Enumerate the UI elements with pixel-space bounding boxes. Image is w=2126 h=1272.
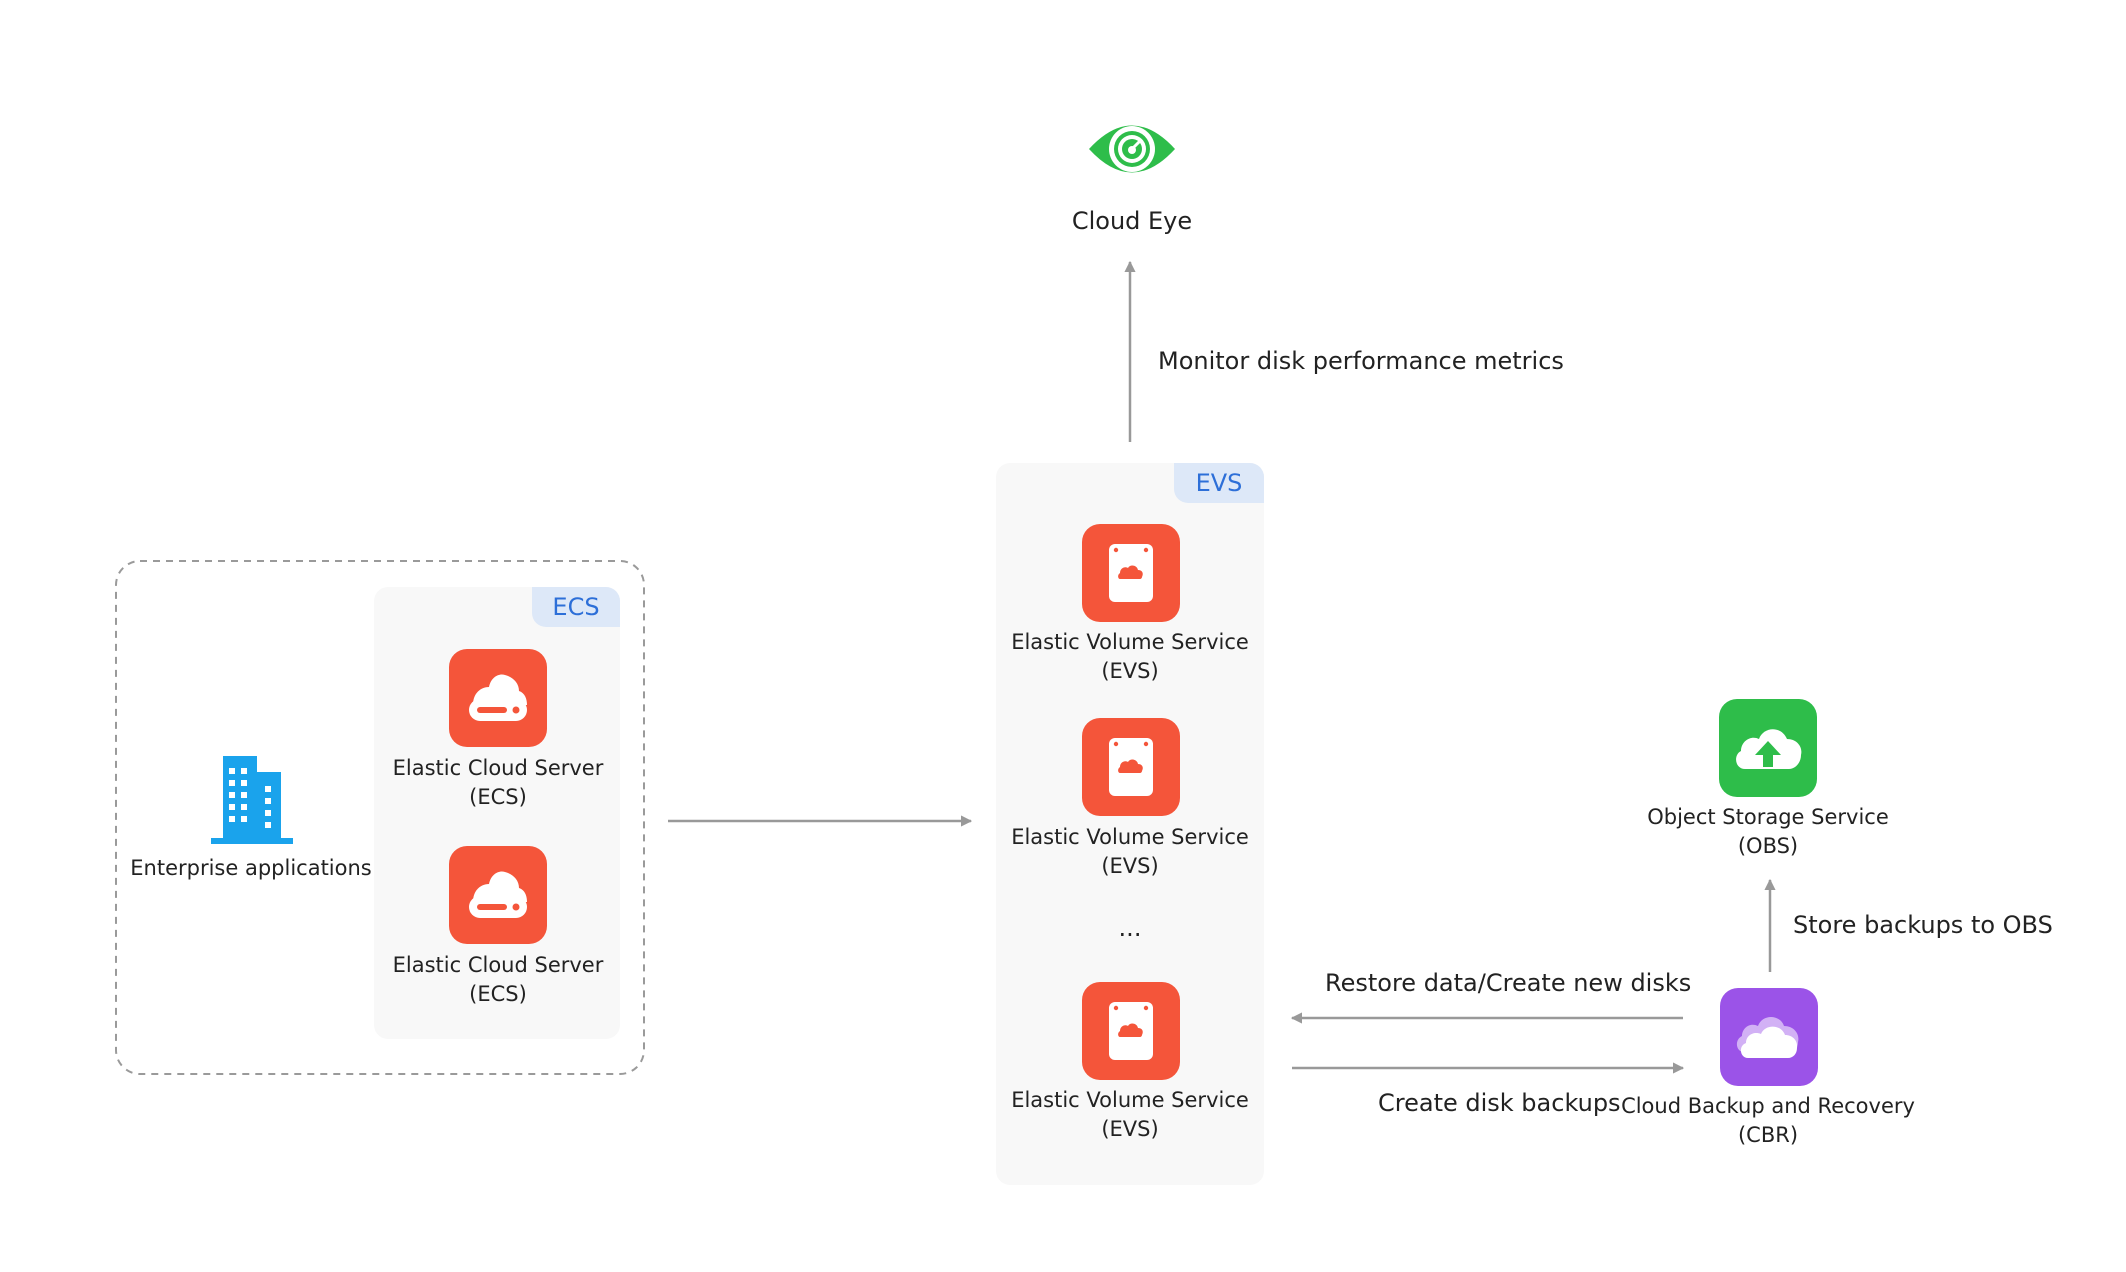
evs-volume-label-3: Elastic Volume Service (EVS) <box>1011 1088 1249 1141</box>
evs-tag: EVS <box>1174 463 1264 503</box>
monitor-edge-label: Monitor disk performance metrics <box>1158 347 1564 375</box>
create-edge-label: Create disk backups <box>1378 1089 1621 1117</box>
obs-label: Object Storage Service (OBS) <box>1647 805 1889 858</box>
cloud-eye-label: Cloud Eye <box>1071 207 1193 235</box>
ecs-server-label-1: Elastic Cloud Server (ECS) <box>392 756 604 809</box>
ecs-tag: ECS <box>532 587 620 627</box>
evs-volume-label-1: Elastic Volume Service (EVS) <box>1011 630 1249 683</box>
restore-edge-label: Restore data/Create new disks <box>1325 969 1692 997</box>
disk-volume-icon <box>1082 718 1180 816</box>
cloud-server-icon <box>449 649 547 747</box>
evs-ellipsis: ... <box>1118 914 1142 942</box>
enterprise-boundary <box>115 560 645 1075</box>
cbr-label: Cloud Backup and Recovery (CBR) <box>1621 1094 1915 1147</box>
eye-monitor-icon <box>1087 114 1177 184</box>
cloud-server-icon <box>449 846 547 944</box>
evs-volume-label-2: Elastic Volume Service (EVS) <box>1011 825 1249 878</box>
enterprise-label: Enterprise applications <box>130 856 372 880</box>
cloud-upload-icon <box>1719 699 1817 797</box>
cloud-backup-icon <box>1720 988 1818 1086</box>
ecs-server-label-2: Elastic Cloud Server (ECS) <box>392 953 604 1006</box>
disk-volume-icon <box>1082 524 1180 622</box>
disk-volume-icon <box>1082 982 1180 1080</box>
store-edge-label: Store backups to OBS <box>1793 911 2053 939</box>
building-icon <box>211 756 293 844</box>
